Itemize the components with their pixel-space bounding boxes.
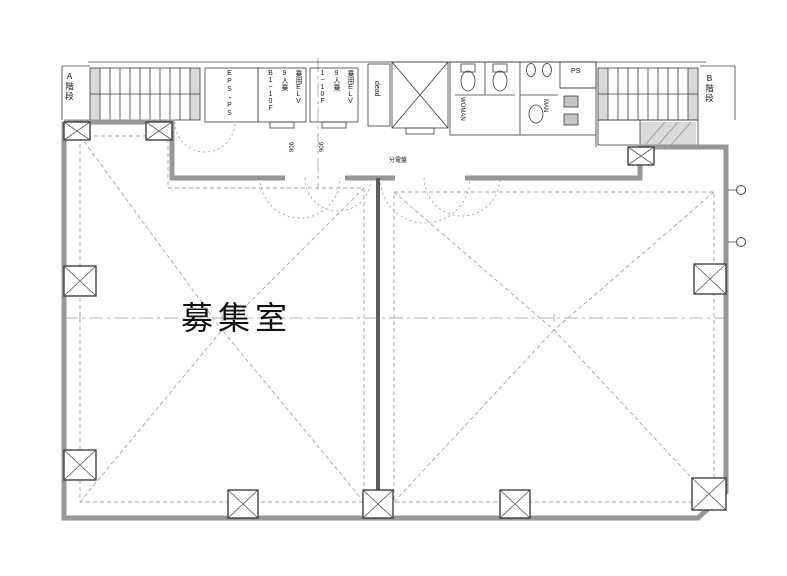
dead-space-label: dead <box>373 81 380 97</box>
sink <box>563 113 579 126</box>
stair-a-label: A階段 <box>64 71 75 101</box>
elevator-1-line2: 9人乗 <box>281 70 288 91</box>
sink <box>563 95 579 108</box>
column <box>691 477 727 511</box>
ps-label: PS <box>571 68 581 75</box>
elevator-2-line2: 9人乗 <box>333 70 340 91</box>
urinal-fixture <box>542 63 552 77</box>
ps-shaft <box>559 61 597 89</box>
elevator-1-label: 乗用ELV 9人乗 B1~10F <box>263 70 305 122</box>
column <box>499 489 531 519</box>
center-chain-line <box>64 58 726 322</box>
column <box>145 121 173 141</box>
crossed-shaft <box>391 61 449 135</box>
elevator-2-door <box>321 121 347 129</box>
eps-ps-label: EPS・PS <box>226 70 233 118</box>
elevator-1-door <box>269 121 295 129</box>
dead-space <box>367 63 391 127</box>
columns <box>63 121 727 519</box>
column <box>227 489 259 519</box>
column <box>63 449 97 481</box>
woman-restroom-label: WOMAN <box>459 97 465 121</box>
elevator-2-line3: 1~10F <box>319 70 326 105</box>
column <box>63 265 97 297</box>
door-swing-arcs <box>174 121 501 224</box>
man-restroom-label: MAN <box>542 99 548 113</box>
room-number-right: 906 <box>317 142 323 153</box>
restrooms <box>449 61 597 147</box>
column <box>63 121 91 141</box>
main-room-label: 募集室 <box>181 300 293 336</box>
stair-b-label: B階段 <box>704 73 715 103</box>
elevator-2-line1: 乗用ELV <box>347 70 354 105</box>
urinal-fixture <box>526 63 536 77</box>
ceiling-dashed-lines <box>79 135 715 503</box>
stair-a <box>89 67 201 121</box>
elevator-1-line3: B1~10F <box>267 70 274 112</box>
panel-label: 分電盤 <box>389 158 408 164</box>
toilet-fixture <box>460 70 476 92</box>
outer-wall <box>61 119 729 521</box>
core-linework <box>61 61 736 147</box>
shaded-landings <box>90 68 698 145</box>
edge-markers <box>728 185 746 247</box>
elevator-1-line1: 乗用ELV <box>295 70 302 105</box>
toilet-fixture <box>492 70 508 92</box>
toilet-fixture <box>528 104 544 124</box>
column <box>362 489 394 519</box>
column <box>627 146 655 166</box>
elevator-2-label: 乗用ELV 9人乗 1~10F <box>315 70 357 122</box>
room-number-left: 908 <box>287 142 293 153</box>
column <box>693 263 727 295</box>
